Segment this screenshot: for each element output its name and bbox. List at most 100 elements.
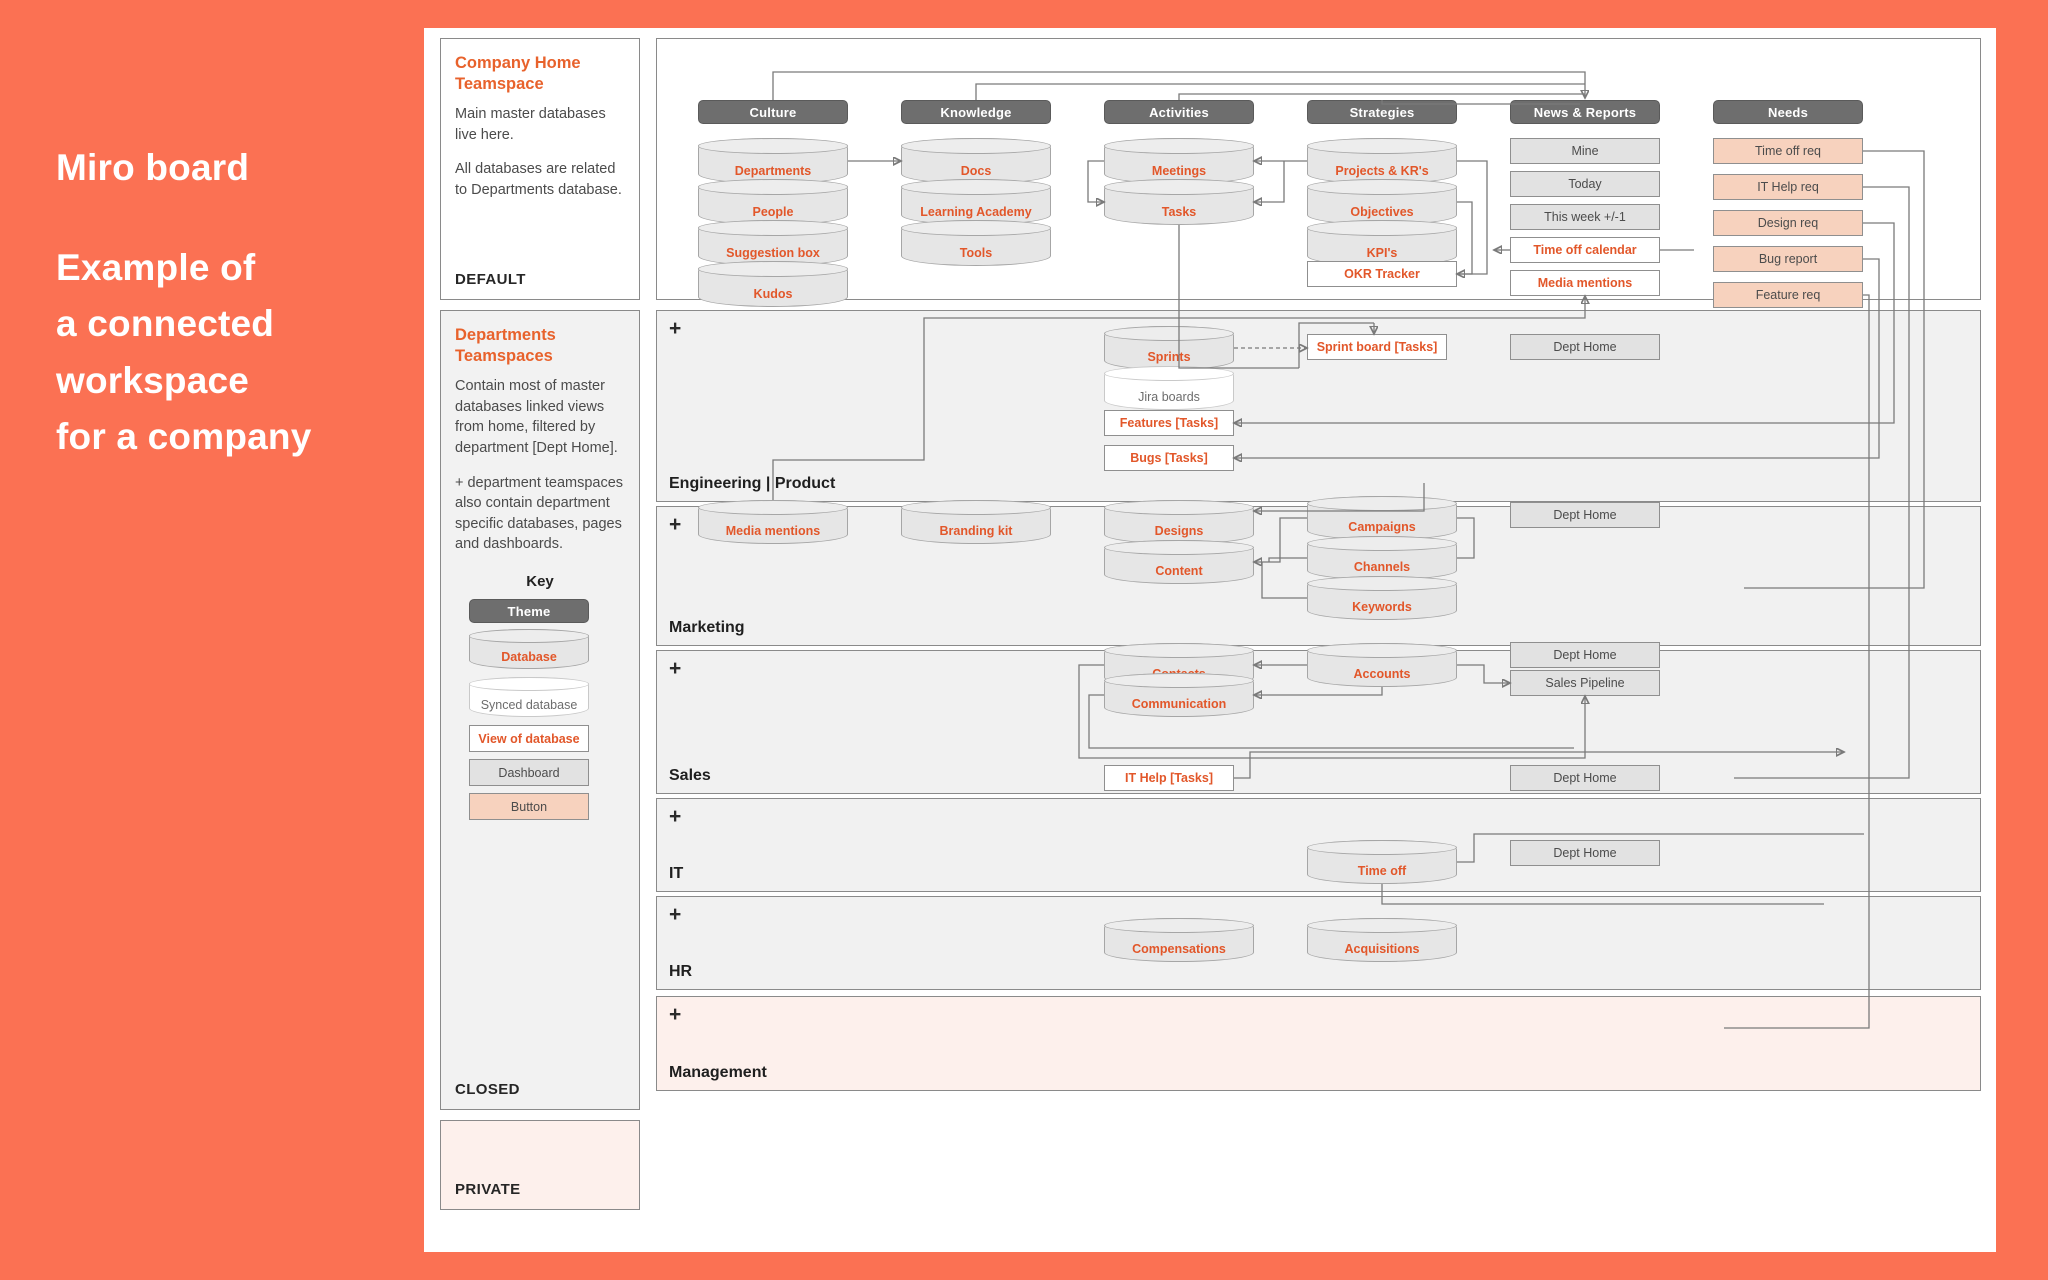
database-projects-krs[interactable]: Projects & KR's — [1307, 138, 1457, 184]
miro-board-canvas[interactable]: Company Home Teamspace Main master datab… — [424, 28, 1996, 1252]
dashboard-dept-home-it[interactable]: Dept Home — [1510, 765, 1660, 791]
teamspace-card-private[interactable]: PRIVATE — [440, 1120, 640, 1210]
cylinder-top — [1307, 576, 1457, 591]
database-label: Objectives — [1350, 205, 1414, 220]
dashboard-dept-home-sales[interactable]: Dept Home — [1510, 642, 1660, 668]
add-page-plus-icon[interactable]: + — [669, 903, 682, 926]
teamspace-card-closed[interactable]: Departments Teamspaces Contain most of m… — [440, 310, 640, 1110]
database-content[interactable]: Content — [1104, 540, 1254, 584]
dashboard-sales-pipeline[interactable]: Sales Pipeline — [1510, 670, 1660, 696]
database-tools[interactable]: Tools — [901, 220, 1051, 266]
theme-pill-activities[interactable]: Activities — [1104, 100, 1254, 124]
view-bugs-tasks[interactable]: Bugs [Tasks] — [1104, 445, 1234, 471]
node-label: Dept Home — [1553, 648, 1617, 662]
database-meetings[interactable]: Meetings — [1104, 138, 1254, 184]
database-kudos[interactable]: Kudos — [698, 261, 848, 307]
database-time-off[interactable]: Time off — [1307, 840, 1457, 884]
database-accounts[interactable]: Accounts — [1307, 643, 1457, 687]
view-media-mentions[interactable]: Media mentions — [1510, 270, 1660, 296]
theme-pill-culture[interactable]: Culture — [698, 100, 848, 124]
cylinder-top — [1307, 138, 1457, 154]
add-page-plus-icon[interactable]: + — [669, 805, 682, 828]
database-keywords[interactable]: Keywords — [1307, 576, 1457, 620]
view-okr-tracker[interactable]: OKR Tracker — [1307, 261, 1457, 287]
database-designs[interactable]: Designs — [1104, 500, 1254, 544]
button-time-off-req[interactable]: Time off req — [1713, 138, 1863, 164]
cylinder-top — [1307, 179, 1457, 195]
database-learning-academy[interactable]: Learning Academy — [901, 179, 1051, 225]
database-label: Designs — [1154, 524, 1204, 539]
dashboard-dept-home-engineering[interactable]: Dept Home — [1510, 334, 1660, 360]
database-label: Content — [1155, 564, 1203, 579]
database-tasks[interactable]: Tasks — [1104, 179, 1254, 225]
cylinder-top — [1104, 179, 1254, 195]
database-acquisitions[interactable]: Acquisitions — [1307, 918, 1457, 962]
teamspace-card-default[interactable]: Company Home Teamspace Main master datab… — [440, 38, 640, 300]
dashboard-this-week[interactable]: This week +/-1 — [1510, 204, 1660, 230]
theme-pill-news-reports[interactable]: News & Reports — [1510, 100, 1660, 124]
add-page-plus-icon[interactable]: + — [669, 513, 682, 536]
database-departments[interactable]: Departments — [698, 138, 848, 184]
theme-pill-knowledge[interactable]: Knowledge — [901, 100, 1051, 124]
card-tag-default: DEFAULT — [455, 271, 526, 288]
key-item-label: Theme — [507, 603, 551, 619]
lane-name: IT — [669, 865, 684, 882]
cylinder-top — [1307, 918, 1457, 933]
theme-label: Strategies — [1349, 104, 1415, 120]
cylinder-top — [1104, 918, 1254, 933]
dashboard-dept-home-marketing[interactable]: Dept Home — [1510, 502, 1660, 528]
database-branding-kit[interactable]: Branding kit — [901, 500, 1051, 544]
dashboard-dept-home-hr[interactable]: Dept Home — [1510, 840, 1660, 866]
view-features-tasks[interactable]: Features [Tasks] — [1104, 410, 1234, 436]
cylinder-top — [698, 500, 848, 515]
view-sprint-board-tasks[interactable]: Sprint board [Tasks] — [1307, 334, 1447, 360]
database-label: Departments — [734, 164, 812, 179]
database-objectives[interactable]: Objectives — [1307, 179, 1457, 225]
cylinder-top — [1307, 643, 1457, 658]
node-label: Mine — [1571, 144, 1599, 158]
button-feature-req[interactable]: Feature req — [1713, 282, 1863, 308]
database-jira-boards[interactable]: Jira boards — [1104, 366, 1234, 410]
lane-name: HR — [669, 963, 693, 980]
database-suggestion-box[interactable]: Suggestion box — [698, 220, 848, 266]
button-it-help-req[interactable]: IT Help req — [1713, 174, 1863, 200]
database-sprints[interactable]: Sprints — [1104, 326, 1234, 370]
database-compensations[interactable]: Compensations — [1104, 918, 1254, 962]
view-time-off-calendar[interactable]: Time off calendar — [1510, 237, 1660, 263]
node-label: Dept Home — [1553, 846, 1617, 860]
database-campaigns[interactable]: Campaigns — [1307, 496, 1457, 540]
database-people[interactable]: People — [698, 179, 848, 225]
database-label: Campaigns — [1348, 520, 1416, 535]
database-kpis[interactable]: KPI's — [1307, 220, 1457, 266]
card-tag-closed: CLOSED — [455, 1081, 520, 1098]
add-page-plus-icon[interactable]: + — [669, 657, 682, 680]
database-docs[interactable]: Docs — [901, 138, 1051, 184]
lane-name: Engineering | Product — [669, 475, 836, 492]
theme-pill-needs[interactable]: Needs — [1713, 100, 1863, 124]
card-body-2: All databases are related to Departments… — [455, 161, 622, 198]
button-bug-report[interactable]: Bug report — [1713, 246, 1863, 272]
view-it-help-tasks[interactable]: IT Help [Tasks] — [1104, 765, 1234, 791]
database-label: KPI's — [1366, 246, 1398, 261]
key-item-view-of-database: View of database — [469, 725, 589, 752]
lane-management[interactable]: + Management — [656, 996, 1981, 1091]
database-media-mentions[interactable]: Media mentions — [698, 500, 848, 544]
node-label: Sprint board [Tasks] — [1316, 340, 1438, 354]
add-page-plus-icon[interactable]: + — [669, 317, 682, 340]
database-channels[interactable]: Channels — [1307, 536, 1457, 580]
card-title: Departments Teamspaces — [455, 326, 556, 365]
database-label: Accounts — [1353, 667, 1411, 682]
button-design-req[interactable]: Design req — [1713, 210, 1863, 236]
database-label: Time off — [1357, 864, 1407, 879]
key-item-label: Synced database — [480, 697, 578, 712]
theme-pill-strategies[interactable]: Strategies — [1307, 100, 1457, 124]
dashboard-today[interactable]: Today — [1510, 171, 1660, 197]
database-communication[interactable]: Communication — [1104, 673, 1254, 717]
node-label: Dept Home — [1553, 508, 1617, 522]
database-label: Media mentions — [725, 524, 821, 539]
add-page-plus-icon[interactable]: + — [669, 1003, 682, 1026]
cylinder-top — [901, 138, 1051, 154]
database-label: Keywords — [1352, 600, 1412, 615]
dashboard-mine[interactable]: Mine — [1510, 138, 1660, 164]
theme-label: Knowledge — [940, 104, 1012, 120]
